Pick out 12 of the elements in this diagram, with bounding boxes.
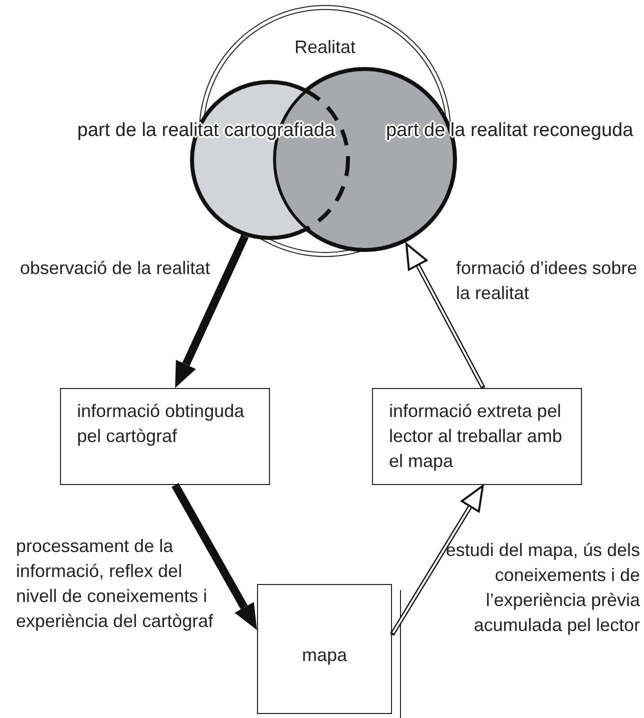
process-box <box>257 584 392 714</box>
node-label: informació obtinguda pel cartògraf <box>77 400 246 448</box>
node-label: Realitat <box>293 36 357 59</box>
process-box <box>372 388 582 485</box>
edge-label: formació d’idees sobre la realitat <box>456 257 638 305</box>
node-label: part de la realitat reconeguda <box>386 119 634 143</box>
edge-label: observació de la realitat <box>20 257 212 280</box>
node-label: informació extreta pel lector al treballar amb el mapa <box>389 400 564 473</box>
edge-label: estudi del mapa, ús dels coneixements i de l’experiència prèvia acumulada pel lector <box>444 539 640 637</box>
edge-label: processament de la informació, reflex del nivell de coneixements i experiència del cartògraf <box>16 535 214 633</box>
process-box <box>60 388 270 485</box>
node-label: mapa <box>300 644 348 667</box>
